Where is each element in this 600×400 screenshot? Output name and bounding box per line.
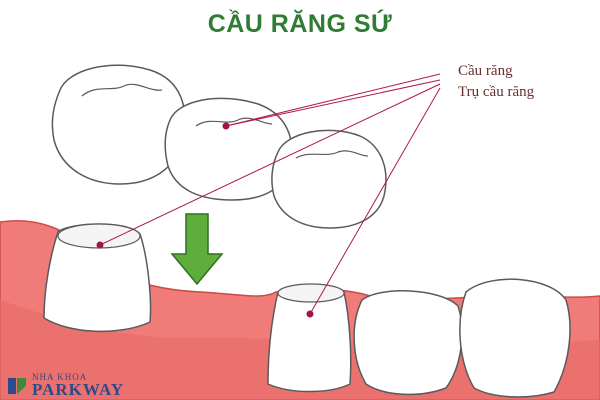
logo-line-2: PARKWAY — [32, 380, 125, 399]
leader-line-bridge-2 — [225, 79, 441, 127]
clinic-logo: NHA KHOA PARKWAY — [6, 372, 123, 399]
lower-tooth-2 — [459, 278, 571, 398]
leader-line-abutment-1 — [99, 83, 441, 246]
diagram-title: CẦU RĂNG SỨ — [207, 10, 393, 38]
bridge-crown-right-groove — [295, 150, 369, 159]
bridge-crown-left-groove — [81, 83, 163, 97]
label-bridge: Cầu răng — [458, 63, 513, 79]
bridge-crown-left — [51, 64, 186, 185]
leader-line-bridge-1 — [225, 73, 441, 127]
bridge-crown-middle-groove — [195, 117, 273, 127]
tooth-logo-icon — [8, 378, 26, 394]
right-abutment-top — [277, 283, 345, 303]
label-abutment: Trụ cầu răng — [458, 84, 535, 100]
bridge-crown-right — [271, 129, 387, 229]
marker-dot-right-abutment — [306, 310, 314, 318]
logo-line-1: NHA KHOA — [32, 372, 88, 382]
marker-dot-bridge — [222, 122, 230, 130]
marker-dot-left-abutment — [96, 241, 104, 249]
arrow-down-icon — [170, 213, 224, 286]
leader-line-abutment-2 — [309, 87, 441, 315]
lower-tooth-1 — [353, 290, 463, 396]
